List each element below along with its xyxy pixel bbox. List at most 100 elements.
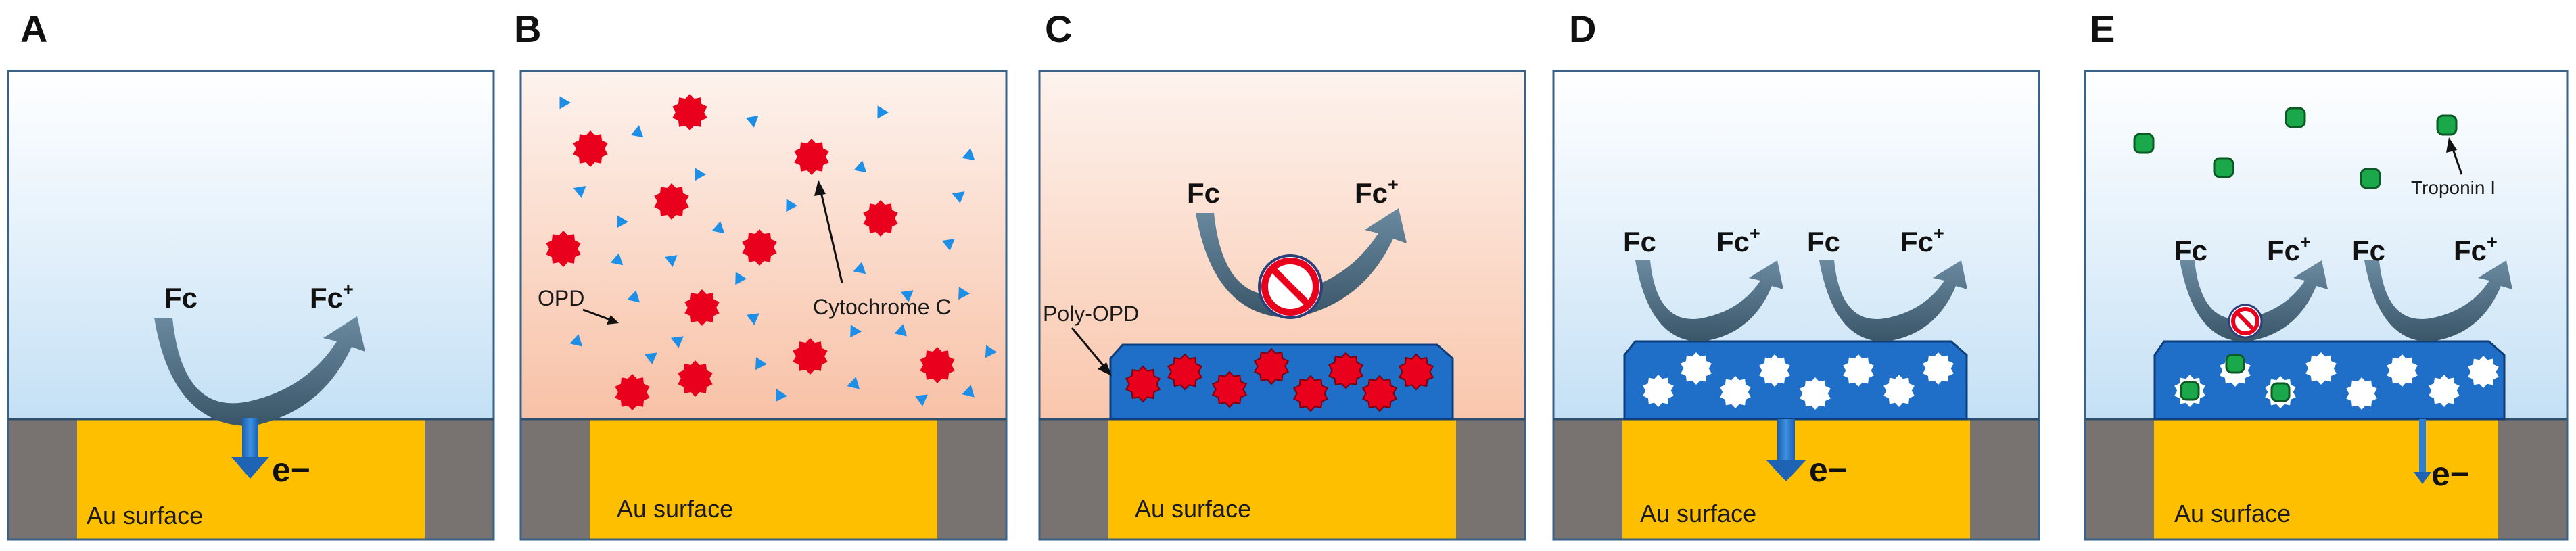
opd-monomer [775, 389, 787, 402]
redox-arrow-c [1196, 208, 1407, 318]
imprinted-cavity [2429, 375, 2460, 407]
troponin-i-molecule [2133, 133, 2155, 154]
gold-electrode-e [2154, 419, 2498, 540]
opd-monomers-b [559, 96, 997, 406]
cytochrome-c-molecule [684, 289, 720, 326]
redox-arrow-right-d [1819, 260, 1967, 342]
opd-monomer [962, 385, 975, 398]
insulator-right-b [937, 419, 1006, 540]
fc-plus-label-left-d: Fc+ [1716, 223, 1760, 258]
opd-monomer [962, 148, 975, 161]
cytochrome-c-molecule [678, 360, 713, 397]
bound-troponin-i-molecule [2270, 382, 2291, 402]
opd-monomer [617, 215, 628, 229]
panel-letter-c: C [1045, 7, 1072, 50]
opd-monomer [853, 160, 867, 173]
cytochrome-c-molecule [546, 231, 581, 267]
opd-monomer [573, 186, 586, 198]
opd-monomer [745, 116, 759, 128]
embedded-cytochrome-c-molecule [1167, 353, 1203, 391]
troponin-pointer-e [2446, 137, 2463, 175]
panel-frame-e [2084, 70, 2569, 541]
opd-monomer [695, 168, 706, 181]
troponin-i-label-e: Troponin I [2411, 177, 2496, 198]
opd-monomer [894, 324, 907, 337]
au-surface-label-b: Au surface [617, 495, 733, 523]
imprinted-cavity [1643, 375, 1674, 407]
opd-monomer [711, 221, 725, 234]
opd-monomer [877, 105, 889, 119]
panel-d: D Au surface Fc Fc+ Fc Fc+ e− [1552, 7, 2040, 541]
imprinted-cavity [1883, 375, 1915, 407]
opd-monomer [569, 334, 583, 347]
cytochrome-c-molecules-b [546, 94, 955, 410]
insulator-left-a [8, 419, 77, 540]
embedded-cytochrome-c [1125, 348, 1434, 412]
panel-letter-e: E [2090, 7, 2115, 50]
gold-electrode-b [590, 419, 937, 540]
fc-plus-label-right-d: Fc+ [1900, 223, 1944, 258]
opd-monomer [664, 255, 678, 267]
opd-monomer [985, 345, 997, 358]
cytochrome-pointer-b [814, 180, 843, 283]
electron-arrow-d [1766, 419, 1806, 481]
poly-opd-label-c: Poly-OPD [1043, 302, 1139, 326]
au-surface-label-c: Au surface [1135, 495, 1251, 523]
imprinted-cavity [2468, 356, 2499, 388]
electron-label-a: e− [272, 451, 310, 489]
cytochrome-c-molecule [672, 94, 707, 130]
fc-label-right-d: Fc [1807, 226, 1840, 258]
cytochrome-c-molecule [615, 374, 650, 410]
fc-plus-label-left-e: Fc+ [2267, 232, 2311, 266]
opd-monomer [786, 199, 797, 212]
gold-electrode-d [1622, 419, 1970, 540]
embedded-cytochrome-c-molecule [1211, 370, 1248, 408]
embedded-cytochrome-c-molecule [1361, 375, 1398, 412]
opd-monomer [952, 191, 965, 203]
panel-frame-a [7, 70, 495, 541]
bound-troponin-i-molecule [2180, 381, 2200, 401]
fc-label-left-d: Fc [1623, 226, 1656, 258]
au-surface-label-d: Au surface [1640, 500, 1756, 527]
insulator-left-c [1039, 419, 1108, 540]
opd-monomer [627, 290, 640, 303]
imprinted-cavity [1843, 354, 1874, 387]
cytochrome-c-molecule [920, 347, 955, 383]
imprinted-cavity [2305, 352, 2337, 385]
imprinted-cavity [1759, 354, 1790, 387]
opd-pointer-b [582, 308, 619, 325]
imprinted-cavity [1800, 377, 1831, 410]
embedded-cytochrome-c-molecule [1253, 348, 1290, 385]
cytochrome-c-molecule [793, 338, 828, 375]
electron-label-e: e− [2431, 455, 2470, 493]
redox-arrow-right-e [2364, 260, 2512, 342]
imprinted-cavity [1923, 352, 1954, 385]
opd-monomer [610, 253, 624, 266]
electron-label-d: e− [1809, 451, 1848, 489]
cytochrome-c-molecule [863, 200, 898, 237]
embedded-cytochrome-c-molecule [1328, 352, 1364, 389]
opd-monomer [630, 125, 644, 138]
imprinted-film-d [1623, 340, 1968, 421]
gold-electrode-c [1108, 419, 1456, 540]
panel-c: C Au surface Poly-OPD Fc Fc+ [1038, 7, 1526, 541]
insulator-right-a [425, 419, 494, 540]
troponin-i-molecule [2436, 114, 2458, 136]
panel-letter-a: A [20, 7, 47, 50]
troponin-i-molecule [2360, 168, 2381, 189]
imprinted-cavity [2387, 354, 2418, 387]
opd-monomer [914, 394, 928, 406]
opd-monomer [900, 290, 914, 302]
imprinted-cavity [2346, 377, 2377, 410]
bound-troponin-i-molecule [2225, 354, 2245, 374]
fc-label-a: Fc [164, 282, 197, 314]
redox-arrow-a [154, 316, 365, 427]
cytochrome-c-molecule [794, 139, 829, 175]
panel-frame-d [1552, 70, 2040, 541]
embedded-cytochrome-c-molecule [1292, 375, 1329, 412]
opd-monomer [670, 336, 684, 348]
opd-monomer [746, 313, 759, 325]
panel-frame-c [1038, 70, 1526, 541]
au-surface-label-e: Au surface [2174, 500, 2291, 527]
